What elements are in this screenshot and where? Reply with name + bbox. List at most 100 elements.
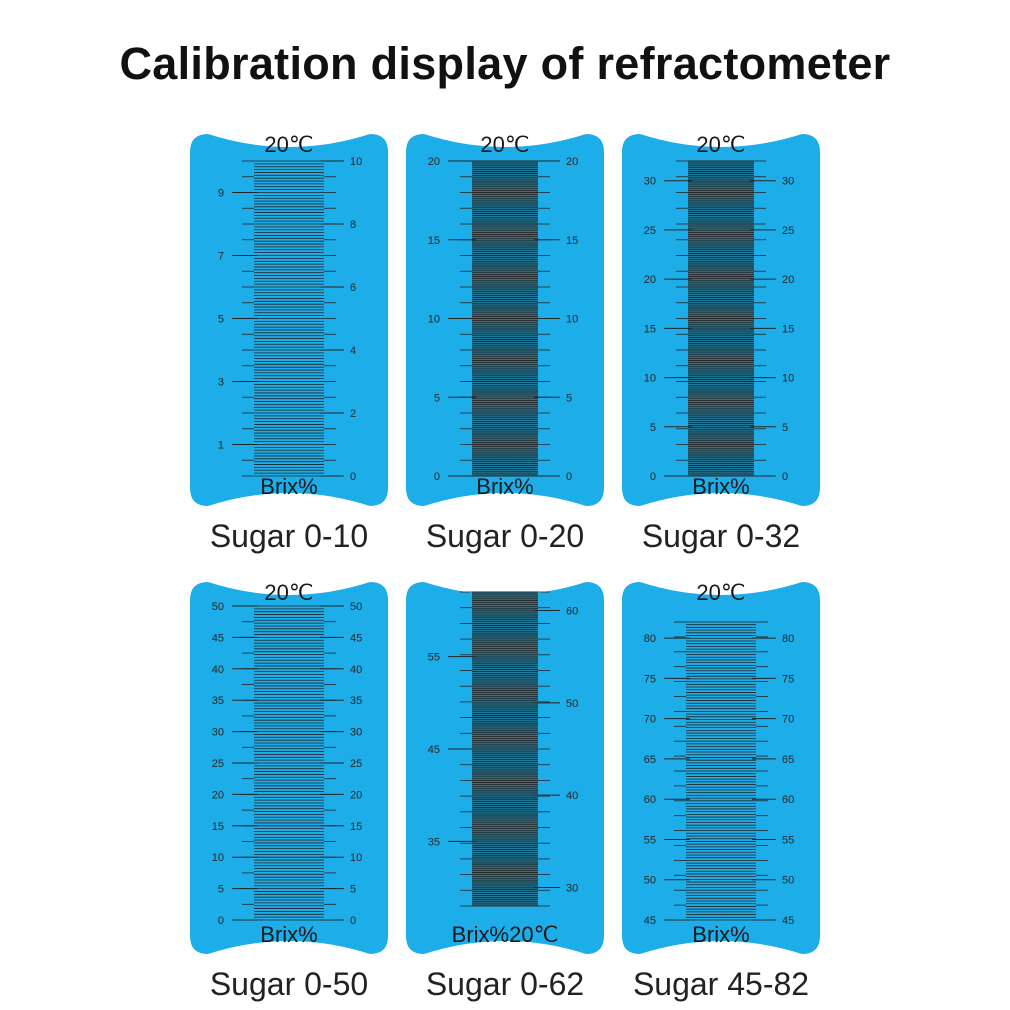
- left-scale-label: 5: [650, 422, 656, 434]
- left-scale-label: 40: [212, 664, 224, 676]
- left-scale-label: 5: [218, 884, 224, 896]
- right-scale-label: 70: [782, 714, 794, 726]
- right-scale-label: 40: [350, 664, 362, 676]
- right-scale-label: 25: [782, 225, 794, 237]
- left-scale-label: 45: [428, 744, 440, 756]
- right-scale-label: 30: [566, 883, 578, 895]
- left-scale-label: 0: [434, 471, 440, 483]
- right-scale-label: 15: [350, 821, 362, 833]
- panel-caption: Sugar 0-20: [425, 518, 585, 554]
- brix-label: Brix%: [692, 474, 749, 499]
- panel-caption: Sugar 0-32: [641, 518, 801, 554]
- fine-graduations: [254, 160, 324, 477]
- fine-graduations: [686, 621, 756, 921]
- right-scale-label: 15: [782, 323, 794, 335]
- left-scale-label: 5: [434, 392, 440, 404]
- left-scale-label: 20: [428, 156, 440, 168]
- right-scale-label: 5: [566, 392, 572, 404]
- temperature-label: 20℃: [696, 132, 745, 157]
- right-scale-label: 30: [350, 727, 362, 739]
- right-scale-label: 15: [566, 235, 578, 247]
- fine-graduations: [254, 605, 324, 921]
- left-scale-label: 30: [212, 727, 224, 739]
- panel-caption: Sugar 0-62: [425, 966, 585, 1002]
- brix-label: Brix%20℃: [452, 922, 559, 947]
- right-scale-label: 5: [782, 422, 788, 434]
- screen-background: [190, 582, 388, 954]
- left-scale-label: 50: [212, 601, 224, 613]
- fine-graduations: [688, 160, 754, 477]
- right-scale-label: 0: [350, 471, 356, 483]
- left-scale-label: 25: [644, 225, 656, 237]
- panel-caption: Sugar 45-82: [632, 966, 810, 1002]
- temperature-label: 20℃: [480, 132, 529, 157]
- right-scale-label: 25: [350, 758, 362, 770]
- left-scale-label: 80: [644, 633, 656, 645]
- refractometer-screen-svg: 0510152025303540455005101520253035404550…: [190, 580, 388, 954]
- left-scale-label: 0: [218, 915, 224, 927]
- right-scale-label: 30: [782, 176, 794, 188]
- left-scale-label: 35: [428, 836, 440, 848]
- right-scale-label: 10: [350, 156, 362, 168]
- right-scale-label: 50: [782, 875, 794, 887]
- right-scale-label: 50: [566, 698, 578, 710]
- left-scale-label: 65: [644, 754, 656, 766]
- right-scale-label: 0: [566, 471, 572, 483]
- left-scale-label: 30: [644, 176, 656, 188]
- right-scale-label: 10: [782, 373, 794, 385]
- left-scale-label: 45: [212, 632, 224, 644]
- left-scale-label: 5: [218, 314, 224, 326]
- left-scale-label: 60: [644, 794, 656, 806]
- right-scale-label: 0: [782, 471, 788, 483]
- right-scale-label: 8: [350, 219, 356, 231]
- right-scale-label: 10: [566, 314, 578, 326]
- right-scale-label: 20: [350, 789, 362, 801]
- right-scale-label: 20: [782, 274, 794, 286]
- left-scale-label: 75: [644, 673, 656, 685]
- right-scale-label: 60: [566, 605, 578, 617]
- major-ticks: [448, 609, 560, 889]
- right-scale-label: 55: [782, 834, 794, 846]
- left-scale-label: 55: [428, 652, 440, 664]
- left-scale-label: 10: [212, 852, 224, 864]
- left-scale-label: 3: [218, 377, 224, 389]
- left-scale-label: 20: [212, 789, 224, 801]
- fine-graduations: [472, 591, 538, 907]
- right-scale-label: 45: [782, 915, 794, 927]
- left-scale-label: 10: [428, 314, 440, 326]
- right-scale-label: 60: [782, 794, 794, 806]
- brix-label: Brix%: [260, 922, 317, 947]
- left-scale-label: 50: [644, 875, 656, 887]
- right-scale-label: 0: [350, 915, 356, 927]
- left-scale-label: 15: [212, 821, 224, 833]
- right-scale-label: 50: [350, 601, 362, 613]
- right-scale-label: 65: [782, 754, 794, 766]
- right-scale-label: 4: [350, 345, 356, 357]
- left-scale-label: 15: [428, 235, 440, 247]
- temperature-label: 20℃: [696, 580, 745, 605]
- brix-label: Brix%: [692, 922, 749, 947]
- left-scale-label: 45: [644, 915, 656, 927]
- right-scale-label: 6: [350, 282, 356, 294]
- left-scale-label: 0: [650, 471, 656, 483]
- left-scale-label: 55: [644, 834, 656, 846]
- right-scale-label: 40: [566, 790, 578, 802]
- page-title: Calibration display of refractometer: [119, 38, 891, 89]
- left-scale-label: 15: [644, 323, 656, 335]
- right-scale-label: 45: [350, 632, 362, 644]
- temperature-label: 20℃: [264, 580, 313, 605]
- left-scale-label: 9: [218, 188, 224, 200]
- brix-label: Brix%: [476, 474, 533, 499]
- fine-graduations: [472, 160, 538, 477]
- left-scale-label: 35: [212, 695, 224, 707]
